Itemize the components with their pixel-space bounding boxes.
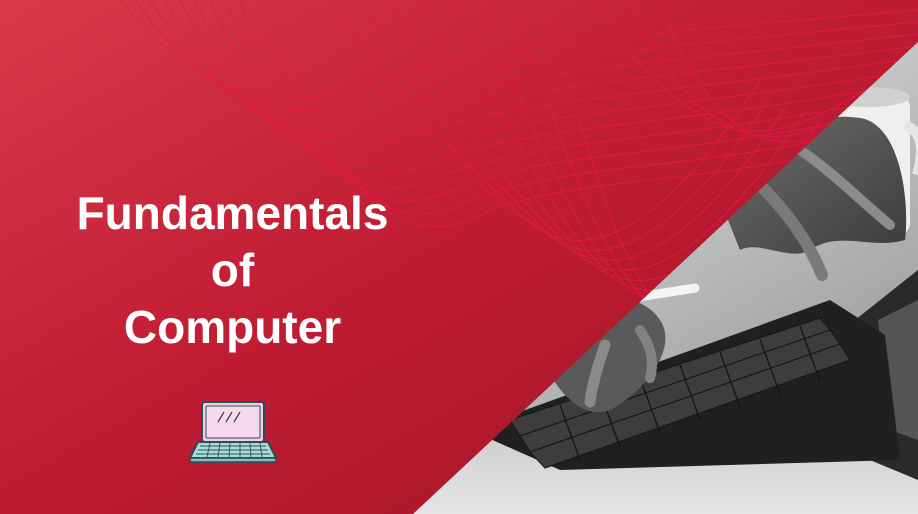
title-line-1: Fundamentals: [76, 187, 389, 239]
title-line-2: of: [210, 244, 255, 296]
laptop-icon: [189, 401, 277, 463]
title-line-3: Computer: [123, 301, 342, 353]
slide-title: Fundamentals of Computer: [30, 185, 435, 356]
